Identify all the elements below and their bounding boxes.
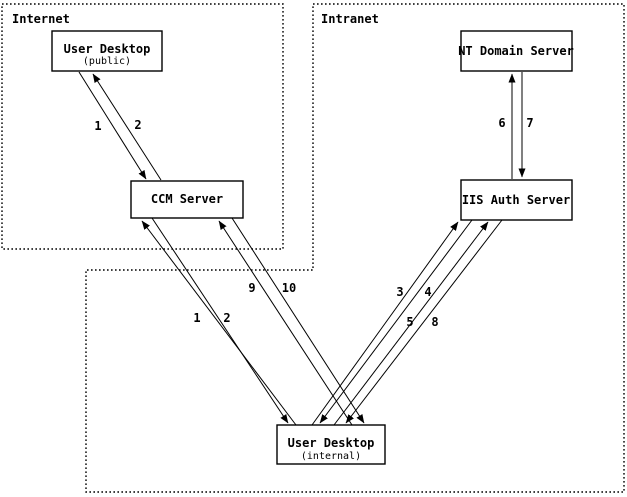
user-desktop-internal-label: User Desktop bbox=[288, 436, 375, 450]
internet-zone-label: Internet bbox=[12, 12, 70, 26]
intranet-zone-border bbox=[85, 3, 625, 493]
arrow-label-10-ccm-internal: 10 bbox=[282, 281, 296, 295]
arrow-label-1-public-ccm: 1 bbox=[94, 119, 101, 133]
arrow-label-4-iis-internal: 4 bbox=[424, 285, 431, 299]
internet-zone-border bbox=[1, 3, 284, 250]
nt-domain-server-box bbox=[460, 30, 573, 72]
arrow-1-internal-desktop-to-ccm bbox=[141, 220, 297, 426]
arrow-9-internal-desktop-to-ccm bbox=[218, 220, 353, 426]
user-desktop-public-label: User Desktop bbox=[64, 42, 151, 56]
node-nt-domain-server: NT Domain Server bbox=[458, 30, 574, 72]
iis-auth-server-label: IIS Auth Server bbox=[462, 193, 570, 207]
user-desktop-internal-box bbox=[276, 424, 386, 465]
intranet-zone-label: Intranet bbox=[321, 12, 379, 26]
arrow-label-2-ccm-internal: 2 bbox=[223, 311, 230, 325]
node-ccm-server: CCM Server bbox=[130, 180, 244, 219]
arrow-label-7-nt-iis: 7 bbox=[526, 116, 533, 130]
arrow-2-ccm-to-internal-desktop bbox=[151, 217, 289, 424]
arrow-1-public-desktop-to-ccm bbox=[78, 71, 147, 180]
arrow-2-ccm-to-public-desktop bbox=[92, 73, 162, 181]
arrow-label-3-internal-iis: 3 bbox=[396, 285, 403, 299]
arrow-10-ccm-to-internal-desktop bbox=[231, 217, 365, 424]
ccm-server-label: CCM Server bbox=[151, 192, 223, 206]
node-user-desktop-public: User Desktop (public) bbox=[51, 30, 163, 72]
arrow-8-iis-to-internal-desktop bbox=[345, 219, 503, 424]
arrow-4-iis-to-internal-desktop bbox=[319, 219, 473, 424]
node-user-desktop-internal: User Desktop (internal) bbox=[276, 424, 386, 465]
user-desktop-internal-sublabel: (internal) bbox=[301, 451, 361, 462]
user-desktop-public-sublabel: (public) bbox=[83, 56, 131, 67]
nt-domain-server-label: NT Domain Server bbox=[458, 44, 574, 58]
iis-auth-server-box bbox=[460, 179, 573, 221]
arrow-label-1-internal-ccm: 1 bbox=[193, 311, 200, 325]
arrow-label-2-ccm-public: 2 bbox=[134, 118, 141, 132]
user-desktop-public-box bbox=[51, 30, 163, 72]
arrow-label-8-iis-internal: 8 bbox=[431, 315, 438, 329]
arrow-5-internal-desktop-to-iis bbox=[333, 221, 489, 426]
ccm-server-box bbox=[130, 180, 244, 219]
arrow-label-5-internal-iis: 5 bbox=[406, 315, 413, 329]
arrow-3-internal-desktop-to-iis bbox=[311, 221, 459, 426]
arrow-label-6-iis-nt: 6 bbox=[498, 116, 505, 130]
arrow-label-9-internal-ccm: 9 bbox=[248, 281, 255, 295]
node-iis-auth-server: IIS Auth Server bbox=[460, 179, 573, 221]
